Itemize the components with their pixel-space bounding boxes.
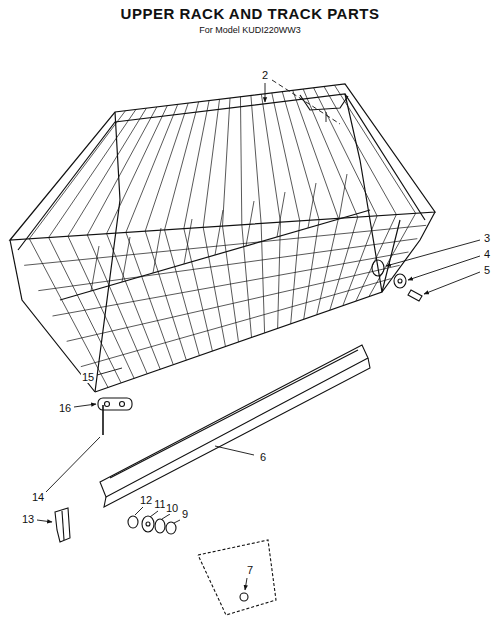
callout-number: 14 xyxy=(31,491,45,503)
rack-wire xyxy=(49,109,136,237)
rack-wire xyxy=(293,90,339,218)
callout-number: 13 xyxy=(21,513,35,525)
track-rail xyxy=(100,345,370,507)
rack-wire xyxy=(272,93,300,221)
callout-number: 3 xyxy=(483,232,491,244)
rack-wire xyxy=(261,94,280,222)
rack-wire xyxy=(153,228,161,273)
rack-wire xyxy=(122,237,130,282)
rack-wire xyxy=(324,87,396,215)
rack-wire xyxy=(314,88,377,216)
callout-number: 10 xyxy=(165,502,179,514)
rack-wire xyxy=(277,192,285,237)
rack-wire xyxy=(87,107,157,235)
rack-wire xyxy=(339,174,347,219)
rack-wire xyxy=(215,210,223,255)
rack-wire xyxy=(165,102,199,230)
callout-number: 12 xyxy=(139,494,153,506)
small-parts xyxy=(55,260,422,615)
callout-number: 2 xyxy=(261,69,269,81)
rack-wires xyxy=(24,85,426,387)
rack-wire xyxy=(203,99,219,227)
rack-wire xyxy=(282,92,319,220)
callout-number: 15 xyxy=(81,371,95,383)
callout-number: 5 xyxy=(483,264,491,276)
callout-number: 6 xyxy=(259,451,267,463)
rack-wire xyxy=(240,97,241,225)
callout-number: 9 xyxy=(181,508,189,520)
rack-wire xyxy=(91,246,99,291)
model-caption: For Model KUDI220WW3 xyxy=(198,26,302,36)
rack-wire xyxy=(53,252,409,316)
rack-wire xyxy=(246,201,254,246)
rack-wire xyxy=(251,95,261,223)
leader-lines xyxy=(37,80,480,590)
callout-number: 16 xyxy=(58,402,72,414)
rack-wire xyxy=(335,85,416,213)
callout-number: 4 xyxy=(483,248,491,260)
rack-wire xyxy=(68,108,146,236)
rack-wire xyxy=(38,239,417,291)
rack-wire xyxy=(81,279,391,367)
rack-wire xyxy=(223,98,231,226)
rack-wire xyxy=(29,111,125,239)
rack-wire xyxy=(67,265,400,341)
rack-wire xyxy=(107,106,168,234)
callout-number: 7 xyxy=(246,564,254,576)
rack-outline xyxy=(10,84,435,392)
rack-wire xyxy=(126,104,178,232)
rack-wire xyxy=(145,103,188,231)
rack-wire xyxy=(184,219,192,264)
diagram-title: UPPER RACK AND TRACK PARTS xyxy=(120,6,381,23)
rack-wire xyxy=(308,183,316,228)
